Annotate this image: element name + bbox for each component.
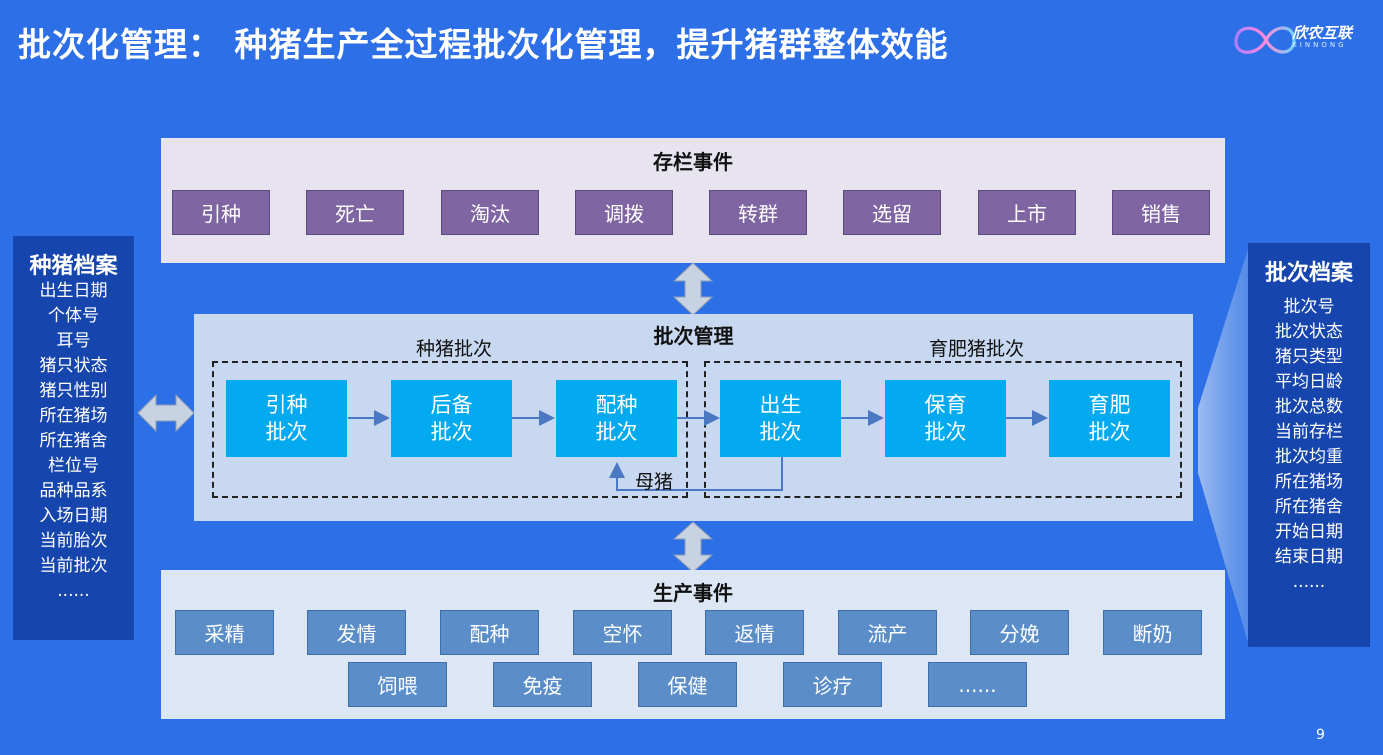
list-item: ...... [57,581,90,601]
node-line2: 批次 [1088,419,1131,444]
node-line2: 批次 [265,419,308,444]
prod-event-health-care[interactable]: 保健 [638,662,737,707]
list-item: 猪只状态 [39,356,108,376]
list-item: 所在猪场 [39,406,108,426]
batch-node-reserve[interactable]: 后备 批次 [391,380,512,457]
production-events-panel: 生产事件 采精 发情 配种 空怀 返情 流产 分娩 断奶 饲喂 免疫 保健 诊疗… [161,570,1225,719]
stock-event-death[interactable]: 死亡 [306,190,404,235]
prod-event-mating[interactable]: 配种 [440,610,539,655]
list-item: 个体号 [48,306,99,326]
node-line2: 批次 [595,419,638,444]
batch-profile-title: 批次档案 [1264,261,1353,286]
list-item: 出生日期 [39,281,108,301]
stock-event-transfer-allot[interactable]: 调拨 [575,190,673,235]
node-line1: 保育 [924,392,967,417]
batch-profile-connector [1198,243,1250,649]
list-item: ...... [1292,572,1326,592]
stock-event-introduce[interactable]: 引种 [172,190,270,235]
list-item: 耳号 [56,331,91,351]
batch-profile-field-list: 批次号 批次状态 猪只类型 平均日龄 批次总数 当前存栏 批次均重 所在猪场 所… [1248,295,1370,595]
batch-profile-panel: 批次档案 批次号 批次状态 猪只类型 平均日龄 批次总数 当前存栏 批次均重 所… [1248,243,1370,647]
batch-node-nursery[interactable]: 保育 批次 [885,380,1006,457]
list-item: 入场日期 [39,506,108,526]
double-arrow-vertical-icon [672,521,714,573]
list-item: 所在猪舍 [39,431,108,451]
stock-event-select-retain[interactable]: 选留 [843,190,941,235]
list-item: 猪只类型 [1275,347,1343,367]
list-item: 批次总数 [1275,397,1343,417]
logo-text: 欣农互联 [1292,24,1353,42]
list-item: 所在猪场 [1275,472,1343,492]
prod-event-estrus[interactable]: 发情 [307,610,406,655]
page-title: 批次化管理： 种猪生产全过程批次化管理，提升猪群整体效能 [18,25,949,64]
breeding-batch-group [212,361,688,498]
node-line2: 批次 [430,419,473,444]
node-line2: 批次 [924,419,967,444]
breeder-profile-panel: 种猪档案 出生日期 个体号 耳号 猪只状态 猪只性别 所在猪场 所在猪舍 栏位号… [13,236,134,640]
prod-event-farrowing[interactable]: 分娩 [970,610,1069,655]
node-line1: 出生 [759,392,802,417]
double-arrow-vertical-icon [672,262,714,316]
node-line2: 批次 [759,419,802,444]
node-line1: 配种 [595,392,638,417]
list-item: 结束日期 [1275,547,1343,567]
batch-node-introduce[interactable]: 引种 批次 [226,380,347,457]
batch-management-panel: 批次管理 种猪批次 育肥猪批次 引种 批次 后备 批次 配种 批次 出生 批次 … [194,314,1193,521]
prod-event-treatment[interactable]: 诊疗 [783,662,882,707]
prod-event-more[interactable]: ...... [928,662,1027,707]
prod-event-abortion[interactable]: 流产 [838,610,937,655]
list-item: 当前胎次 [39,531,108,551]
stock-event-market[interactable]: 上市 [978,190,1076,235]
prod-event-feeding[interactable]: 饲喂 [348,662,447,707]
list-item: 平均日龄 [1275,372,1343,392]
batch-node-breeding[interactable]: 配种 批次 [556,380,677,457]
list-item: 批次状态 [1275,322,1343,342]
double-arrow-horizontal-icon [137,393,195,433]
node-line1: 引种 [265,392,308,417]
list-item: 猪只性别 [39,381,108,401]
prod-event-immunization[interactable]: 免疫 [493,662,592,707]
list-item: 所在猪舍 [1275,497,1343,517]
node-line1: 后备 [430,392,473,417]
logo-subtext: XINNONG [1292,41,1347,49]
list-item: 品种品系 [39,481,108,501]
stock-events-title: 存栏事件 [653,150,733,174]
breeder-profile-title: 种猪档案 [29,254,118,279]
production-events-title: 生产事件 [653,581,733,605]
list-item: 当前批次 [39,556,108,576]
batch-flow-arrows [348,410,1048,491]
logo-infinity-icon [1234,26,1296,54]
prod-event-empty[interactable]: 空怀 [573,610,672,655]
batch-management-title: 批次管理 [653,324,734,348]
breeder-profile-field-list: 出生日期 个体号 耳号 猪只状态 猪只性别 所在猪场 所在猪舍 栏位号 品种品系… [13,279,134,604]
stock-event-cull[interactable]: 淘汰 [441,190,539,235]
batch-node-fattening[interactable]: 育肥 批次 [1049,380,1170,457]
stock-events-panel: 存栏事件 引种 死亡 淘汰 调拨 转群 选留 上市 销售 [161,138,1225,263]
list-item: 批次号 [1283,297,1335,317]
node-line1: 育肥 [1088,392,1131,417]
prod-event-return-estrus[interactable]: 返情 [705,610,804,655]
batch-node-birth[interactable]: 出生 批次 [720,380,841,457]
list-item: 当前存栏 [1275,422,1343,442]
list-item: 批次均重 [1275,447,1343,467]
list-item: 开始日期 [1275,522,1343,542]
breeding-batch-group-label: 种猪批次 [416,338,493,360]
stock-event-group-transfer[interactable]: 转群 [709,190,807,235]
stock-event-sale[interactable]: 销售 [1112,190,1210,235]
list-item: 栏位号 [48,456,99,476]
fattening-batch-group-label: 育肥猪批次 [929,338,1025,360]
sow-feedback-label: 母猪 [635,471,674,493]
page-number: 9 [1316,727,1325,743]
prod-event-weaning[interactable]: 断奶 [1103,610,1202,655]
prod-event-semen-collection[interactable]: 采精 [175,610,274,655]
fattening-batch-group [704,361,1182,498]
